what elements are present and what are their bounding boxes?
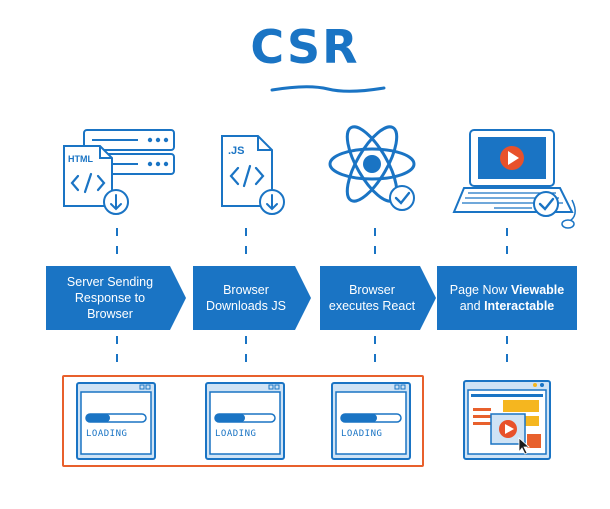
step-2-line1: Browser <box>223 283 269 297</box>
server-html-icon: HTML <box>63 129 175 215</box>
loading-label-1: LOADING <box>86 429 127 439</box>
step-4-bold1: Viewable <box>510 283 565 297</box>
loaded-page-window <box>463 380 551 460</box>
step-4-prefix: Page Now <box>449 283 511 297</box>
connector-top-2 <box>245 228 247 262</box>
loading-label-2: LOADING <box>215 429 256 439</box>
step-4-middle: and <box>459 299 485 313</box>
step-3-line1: Browser <box>349 283 395 297</box>
page-title: CSR <box>250 20 360 74</box>
step-4-bold2: Interactable <box>484 299 555 313</box>
loading-window-2: LOADING <box>205 382 285 460</box>
laptop-icon <box>452 129 576 229</box>
loading-window-3: LOADING <box>331 382 411 460</box>
js-file-icon: .JS <box>221 135 285 215</box>
react-icon <box>328 125 416 211</box>
connector-bottom-2 <box>245 336 247 372</box>
step-browser-executes: Browser executes React <box>320 266 436 330</box>
connector-top-1 <box>116 228 118 262</box>
loading-window-1: LOADING <box>76 382 156 460</box>
step-1-line1: Server Sending <box>66 275 154 289</box>
loading-label-3: LOADING <box>341 429 382 439</box>
connector-bottom-4 <box>506 336 508 372</box>
step-page-viewable: Page Now Viewable and Interactable <box>437 266 577 330</box>
js-file-label: .JS <box>228 145 245 157</box>
title-underline <box>270 85 386 93</box>
loading-group-frame <box>62 375 424 467</box>
step-3-line2: executes React <box>328 299 416 313</box>
html-file-label: HTML <box>68 154 93 164</box>
connector-top-4 <box>506 228 508 262</box>
connector-bottom-3 <box>374 336 376 372</box>
connector-bottom-1 <box>116 336 118 372</box>
step-1-line2: Response to Browser <box>74 291 146 321</box>
connector-top-3 <box>374 228 376 262</box>
step-2-line2: Downloads JS <box>206 299 286 313</box>
